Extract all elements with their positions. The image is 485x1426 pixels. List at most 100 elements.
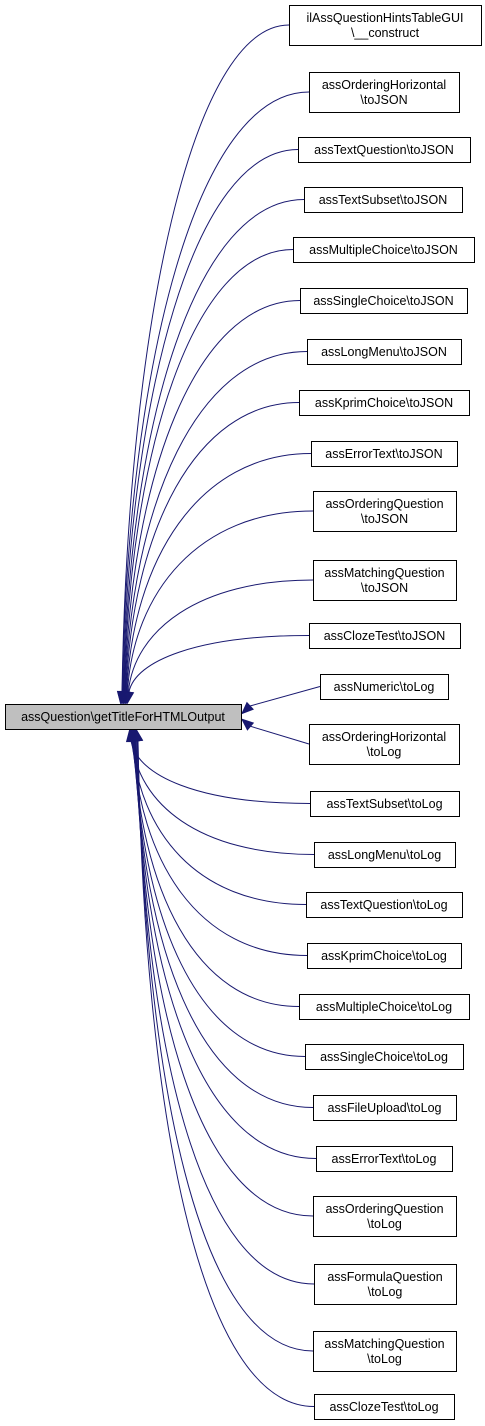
caller-node-box xyxy=(299,994,470,1020)
caller-node-box xyxy=(289,5,482,46)
node-label-line: assKprimChoice\toJSON xyxy=(315,396,453,410)
caller-node[interactable]: assTextQuestion\toLog xyxy=(306,892,463,918)
node-label-line: assOrderingHorizontal xyxy=(322,730,446,744)
root-node-box xyxy=(5,704,242,730)
node-label-line: assSingleChoice\toJSON xyxy=(313,294,453,308)
call-edge xyxy=(137,740,315,1407)
call-edge xyxy=(127,579,314,693)
call-edge xyxy=(128,635,310,693)
caller-node[interactable]: assTextSubset\toJSON xyxy=(304,187,463,213)
arrowhead xyxy=(132,728,144,743)
root-function-node[interactable]: assQuestion\getTitleForHTMLOutput xyxy=(5,704,242,730)
node-label-line: assErrorText\toLog xyxy=(332,1152,437,1166)
call-edge xyxy=(123,249,294,693)
node-label-line: assTextQuestion\toLog xyxy=(320,898,447,912)
node-label-line: \toJSON xyxy=(361,581,408,595)
caller-node[interactable]: assOrderingQuestion\toJSON xyxy=(313,491,457,532)
node-label-line: assKprimChoice\toLog xyxy=(321,949,447,963)
caller-node-box xyxy=(307,943,462,969)
caller-node[interactable]: assErrorText\toLog xyxy=(316,1146,453,1172)
arrowhead xyxy=(241,701,254,715)
node-label-line: assClozeTest\toLog xyxy=(329,1400,438,1414)
node-label-line: \toLog xyxy=(367,745,402,759)
caller-node[interactable]: ilAssQuestionHintsTableGUI\__construct xyxy=(289,5,482,46)
call-edge xyxy=(134,740,314,1108)
caller-node[interactable]: assOrderingHorizontal\toJSON xyxy=(309,72,460,113)
caller-node[interactable]: assLongMenu\toLog xyxy=(314,842,456,868)
caller-node-box xyxy=(313,1095,457,1121)
node-label-line: assMultipleChoice\toJSON xyxy=(309,243,458,257)
caller-node[interactable]: assMultipleChoice\toJSON xyxy=(293,237,475,263)
call-edge xyxy=(131,740,307,905)
call-edge xyxy=(133,740,306,1057)
call-edge xyxy=(124,351,308,693)
node-label-line: \toLog xyxy=(367,1217,402,1231)
caller-node-box xyxy=(300,288,468,314)
caller-node-box xyxy=(314,842,456,868)
caller-node[interactable]: assMultipleChoice\toLog xyxy=(299,994,470,1020)
node-label-line: assSingleChoice\toLog xyxy=(320,1050,448,1064)
caller-node-box xyxy=(304,187,463,213)
caller-node[interactable]: assFileUpload\toLog xyxy=(313,1095,457,1121)
caller-node[interactable]: assSingleChoice\toJSON xyxy=(300,288,468,314)
caller-node[interactable]: assLongMenu\toJSON xyxy=(307,339,462,365)
caller-node[interactable]: assTextQuestion\toJSON xyxy=(298,137,471,163)
caller-node-box xyxy=(313,560,457,601)
call-edge xyxy=(249,686,321,707)
node-label-line: assLongMenu\toLog xyxy=(328,848,441,862)
caller-node-box xyxy=(313,491,457,532)
caller-node-box xyxy=(313,1196,457,1237)
caller-node[interactable]: assErrorText\toJSON xyxy=(311,441,458,467)
caller-node[interactable]: assSingleChoice\toLog xyxy=(305,1044,464,1070)
node-label-line: \toLog xyxy=(368,1285,403,1299)
nodes-layer: assQuestion\getTitleForHTMLOutput ilAssQu… xyxy=(5,5,482,1420)
caller-node-box xyxy=(309,72,460,113)
caller-node-box xyxy=(311,441,458,467)
caller-node[interactable]: assMatchingQuestion\toLog xyxy=(313,1331,457,1372)
node-label-line: \__construct xyxy=(351,26,420,40)
edges-layer xyxy=(116,24,321,1407)
caller-node[interactable]: assClozeTest\toJSON xyxy=(309,623,461,649)
node-label-line: assLongMenu\toJSON xyxy=(321,345,447,359)
caller-node-box xyxy=(314,1264,457,1305)
caller-node-box xyxy=(313,1331,457,1372)
caller-node[interactable]: assOrderingHorizontal\toLog xyxy=(309,724,460,765)
node-label-line: assNumeric\toLog xyxy=(334,680,435,694)
caller-node-box xyxy=(299,390,470,416)
caller-node[interactable]: assFormulaQuestion\toLog xyxy=(314,1264,457,1305)
caller-node-box xyxy=(316,1146,453,1172)
caller-node[interactable]: assOrderingQuestion\toLog xyxy=(313,1196,457,1237)
arrowhead xyxy=(123,690,135,705)
node-label-line: assMatchingQuestion xyxy=(324,566,444,580)
node-label-line: assErrorText\toJSON xyxy=(325,447,442,461)
caller-node-box xyxy=(310,791,460,817)
caller-node-box xyxy=(320,674,449,700)
call-edge xyxy=(124,300,301,693)
node-label-line: assFormulaQuestion xyxy=(327,1270,442,1284)
caller-node[interactable]: assNumeric\toLog xyxy=(320,674,449,700)
call-edge xyxy=(132,740,308,956)
node-label-line: assClozeTest\toJSON xyxy=(324,629,446,643)
caller-node[interactable]: assMatchingQuestion\toJSON xyxy=(313,560,457,601)
node-label-line: assTextSubset\toJSON xyxy=(319,193,448,207)
call-edge xyxy=(126,453,312,693)
node-label-line: assFileUpload\toLog xyxy=(328,1101,442,1115)
caller-node[interactable]: assTextSubset\toLog xyxy=(310,791,460,817)
call-edge xyxy=(135,740,314,1217)
caller-node[interactable]: assKprimChoice\toLog xyxy=(307,943,462,969)
call-edge xyxy=(133,740,300,1007)
caller-node-box xyxy=(309,724,460,765)
caller-node-box xyxy=(306,892,463,918)
caller-node[interactable]: assClozeTest\toLog xyxy=(314,1394,455,1420)
call-edge xyxy=(121,91,310,693)
node-label-line: assTextQuestion\toJSON xyxy=(314,143,454,157)
call-edge xyxy=(121,24,290,693)
node-label-line: assQuestion\getTitleForHTMLOutput xyxy=(21,710,225,724)
node-label-line: assOrderingQuestion xyxy=(325,1202,443,1216)
node-label-line: \toJSON xyxy=(360,93,407,107)
call-edge xyxy=(126,510,314,693)
node-label-line: \toJSON xyxy=(361,512,408,526)
call-edge xyxy=(249,725,310,745)
caller-node[interactable]: assKprimChoice\toJSON xyxy=(299,390,470,416)
call-edge xyxy=(130,740,311,804)
